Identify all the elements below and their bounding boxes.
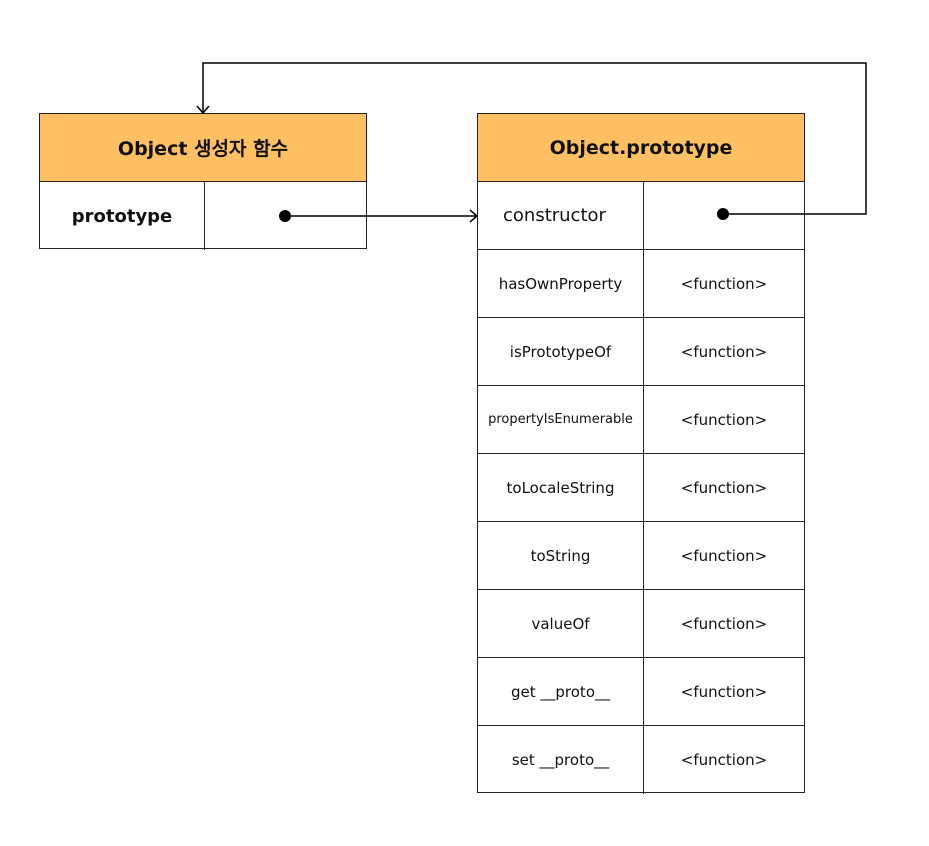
property-row-tostring: toString <function>: [478, 522, 804, 590]
prototype-key: prototype: [40, 182, 205, 250]
property-row-propertyisenumerable: propertyIsEnumerable <function>: [478, 386, 804, 454]
property-key: hasOwnProperty: [478, 250, 644, 317]
property-key: toLocaleString: [478, 454, 644, 521]
property-value: <function>: [680, 614, 768, 633]
object-prototype-box: Object.prototype constructor hasOwnPrope…: [477, 113, 805, 794]
property-row-get-proto: get __proto__ <function>: [478, 658, 804, 726]
object-constructor-title: Object 생성자 함수: [40, 114, 366, 182]
prototype-value: [205, 182, 366, 250]
property-row-isprototypeof: isPrototypeOf <function>: [478, 318, 804, 386]
property-key: get __proto__: [478, 658, 644, 725]
property-value: <function>: [680, 410, 768, 429]
object-constructor-box: Object 생성자 함수 prototype: [39, 113, 367, 250]
property-key: constructor: [478, 182, 644, 249]
property-key: valueOf: [478, 590, 644, 657]
constructor-prototype-row: prototype: [40, 182, 366, 250]
property-row-tolocalestring: toLocaleString <function>: [478, 454, 804, 522]
object-prototype-title: Object.prototype: [478, 114, 804, 182]
property-value: <function>: [680, 546, 768, 565]
property-value: <function>: [680, 274, 768, 293]
property-value: [644, 182, 804, 249]
property-value: <function>: [680, 478, 768, 497]
property-key: propertyIsEnumerable: [478, 386, 644, 453]
property-row-valueof: valueOf <function>: [478, 590, 804, 658]
property-row-hasownproperty: hasOwnProperty <function>: [478, 250, 804, 318]
property-key: set __proto__: [478, 726, 644, 794]
property-row-set-proto: set __proto__ <function>: [478, 726, 804, 794]
property-value: <function>: [680, 682, 768, 701]
property-key: isPrototypeOf: [478, 318, 644, 385]
property-row-constructor: constructor: [478, 182, 804, 250]
property-value: <function>: [680, 751, 768, 769]
property-key: toString: [478, 522, 644, 589]
property-value: <function>: [680, 342, 768, 361]
